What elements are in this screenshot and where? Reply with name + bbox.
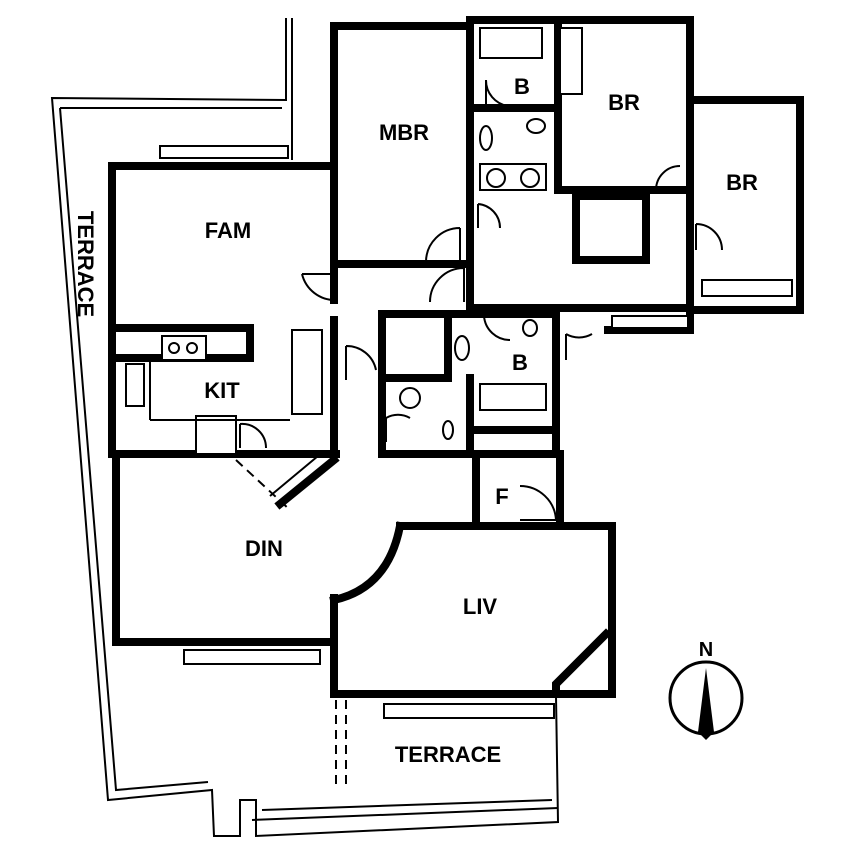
- room-label-bath-1: B: [514, 74, 530, 99]
- living-curved-wall: [329, 521, 405, 605]
- room-label-fam: FAM: [205, 218, 251, 243]
- doors[interactable]: [239, 79, 723, 521]
- terrace-steps: [335, 700, 347, 790]
- compass-label: N: [699, 639, 713, 661]
- room-label-bath-2: B: [512, 350, 528, 375]
- windows: [159, 27, 793, 719]
- room-label-mbr: MBR: [379, 120, 429, 145]
- room-label-kit: KIT: [204, 378, 240, 403]
- fixtures: [125, 118, 547, 455]
- room-label-br-2: BR: [726, 170, 758, 195]
- north-arrow: N: [668, 639, 744, 740]
- room-label-br-1: BR: [608, 90, 640, 115]
- room-label-terrace-west: TERRACE: [73, 211, 98, 317]
- walls: [108, 16, 804, 698]
- room-label-din: DIN: [245, 536, 283, 561]
- kitchen-opening: [235, 454, 340, 511]
- room-labels: MBR BR BR B B FAM KIT DIN LIV F TERRACE …: [73, 74, 758, 767]
- room-label-foyer: F: [495, 484, 508, 509]
- room-label-terrace-south: TERRACE: [395, 742, 501, 767]
- terrace-outline: [50, 18, 560, 838]
- room-label-liv: LIV: [463, 594, 498, 619]
